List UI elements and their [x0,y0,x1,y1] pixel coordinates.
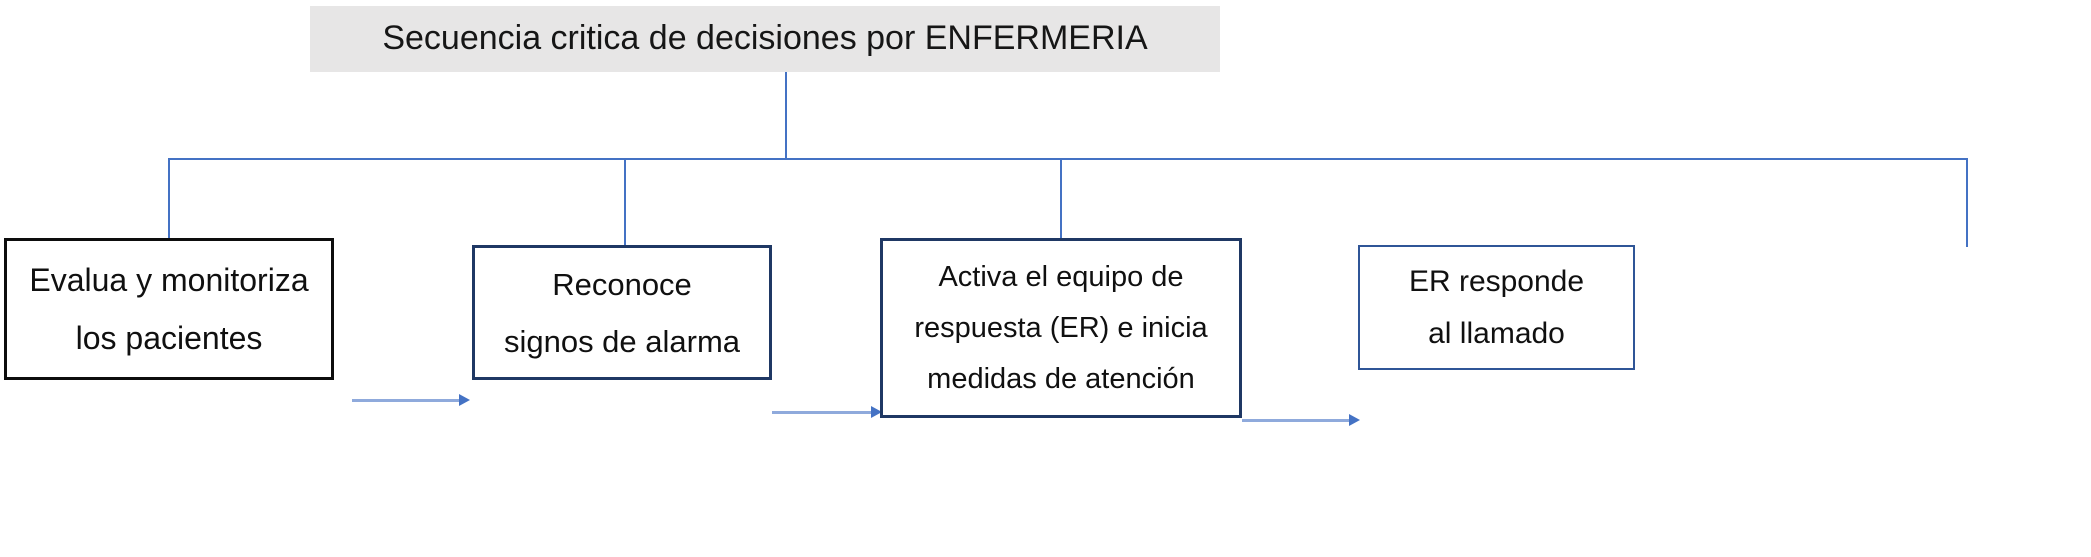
flow-arrow-box3-to-box4 [1242,414,1360,426]
diagram-title-banner: Secuencia critica de decisiones por ENFE… [310,6,1220,72]
arrow-head-icon [871,406,882,418]
connector-drop-box2 [624,158,626,247]
connector-horizontal-bus [168,158,1968,160]
flow-arrow-box1-to-box2 [352,394,470,406]
diagram-title-text: Secuencia critica de decisiones por ENFE… [382,19,1148,58]
process-box-er-responde-llamado[interactable]: ER responde al llamado [1358,245,1635,370]
connector-drop-box4 [1966,158,1968,247]
box1-line-1: Evalua y monitoriza [29,262,309,298]
arrow-shaft [1242,419,1349,422]
connector-drop-box3 [1060,158,1062,240]
connector-title-stem [785,72,787,160]
connector-drop-box1 [168,158,170,240]
process-box-activa-equipo-respuesta[interactable]: Activa el equipo de respuesta (ER) e ini… [880,238,1242,418]
flow-arrow-box2-to-box3 [772,406,882,418]
arrow-head-icon [459,394,470,406]
box3-line-3: medidas de atención [927,362,1195,395]
process-box-reconoce-signos[interactable]: Reconoce signos de alarma [472,245,772,380]
box3-line-1: Activa el equipo de [938,260,1184,293]
box1-line-2: los pacientes [75,320,263,356]
box2-line-1: Reconoce [552,266,692,302]
box3-line-2: respuesta (ER) e inicia [914,311,1208,344]
arrow-shaft [352,399,459,402]
box4-line-2: al llamado [1428,316,1565,350]
process-box-evalua-monitoriza[interactable]: Evalua y monitoriza los pacientes [4,238,334,380]
arrow-shaft [772,411,871,414]
arrow-head-icon [1349,414,1360,426]
box2-line-2: signos de alarma [503,323,741,359]
box4-line-1: ER responde [1408,264,1585,298]
